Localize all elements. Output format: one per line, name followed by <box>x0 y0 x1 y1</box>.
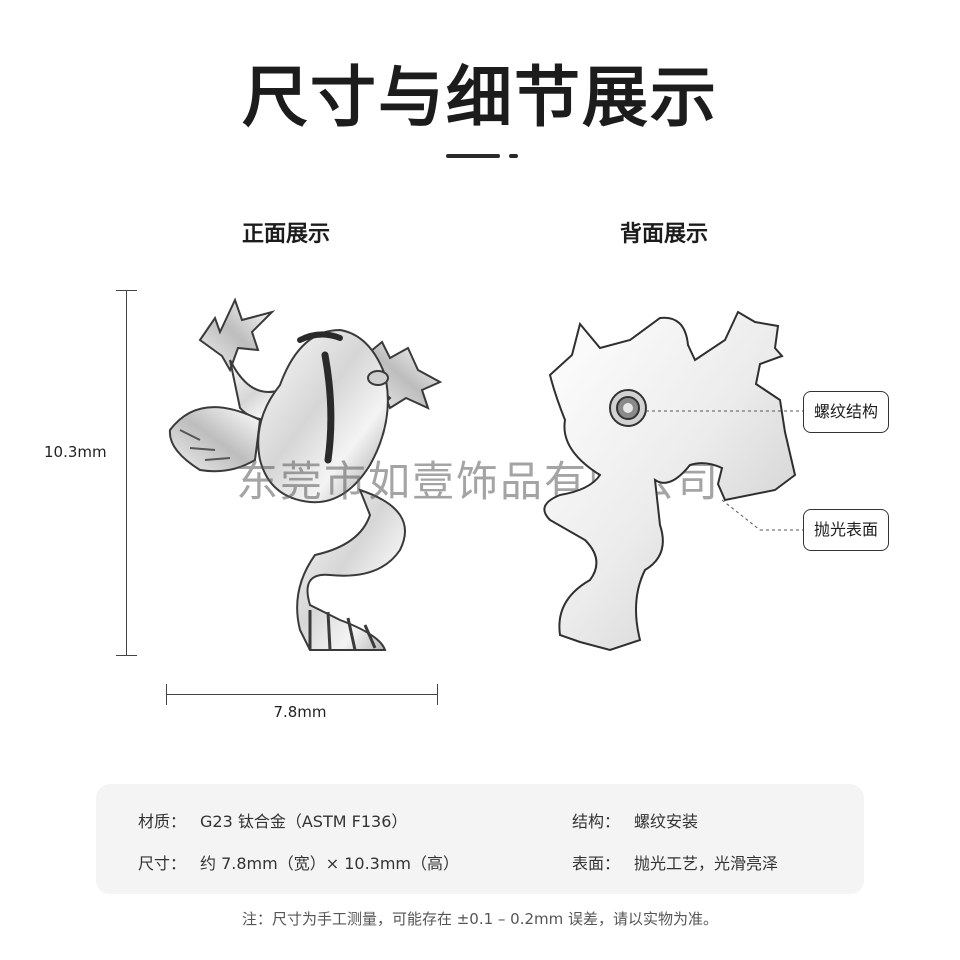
spec-structure: 结构： 螺纹安装 <box>572 808 698 832</box>
measurement-note: 注：尺寸为手工测量，可能存在 ±0.1 – 0.2mm 误差，请以实物为准。 <box>241 910 719 928</box>
height-dimension-cap-bottom <box>116 655 137 656</box>
frog-earring-front-image <box>168 297 443 651</box>
height-dimension-line <box>126 290 127 656</box>
height-dimension-label: 10.3mm <box>44 443 107 461</box>
polished-surface-callout: 抛光表面 <box>803 509 890 551</box>
width-dimension-label: 7.8mm <box>273 703 327 721</box>
spec-structure-key: 结构： <box>572 812 621 831</box>
spec-panel <box>96 784 864 894</box>
spec-surface-key: 表面： <box>572 854 621 873</box>
width-dimension-cap-left <box>166 684 167 705</box>
width-dimension-cap-right <box>437 684 438 705</box>
front-view-label: 正面展示 <box>241 222 330 247</box>
title-underline-dot <box>509 154 518 158</box>
spec-surface: 表面： 抛光工艺，光滑亮泽 <box>572 850 778 874</box>
page-title: 尺寸与细节展示 <box>242 59 718 136</box>
height-dimension-cap-top <box>116 290 137 291</box>
spec-material-key: 材质： <box>138 812 187 831</box>
spec-material-value: G23 钛合金（ASTM F136） <box>200 812 408 831</box>
spec-material: 材质： G23 钛合金（ASTM F136） <box>138 808 407 832</box>
spec-structure-value: 螺纹安装 <box>634 812 699 831</box>
spec-size: 尺寸： 约 7.8mm（宽）× 10.3mm（高） <box>138 850 459 874</box>
spec-size-value: 约 7.8mm（宽）× 10.3mm（高） <box>200 854 460 873</box>
spec-surface-value: 抛光工艺，光滑亮泽 <box>634 854 779 873</box>
thread-structure-callout: 螺纹结构 <box>803 391 890 433</box>
width-dimension-line <box>166 694 438 695</box>
frog-earring-back-image <box>543 310 797 652</box>
spec-size-key: 尺寸： <box>138 854 187 873</box>
back-view-label: 背面展示 <box>619 222 708 247</box>
title-underline <box>446 154 500 158</box>
